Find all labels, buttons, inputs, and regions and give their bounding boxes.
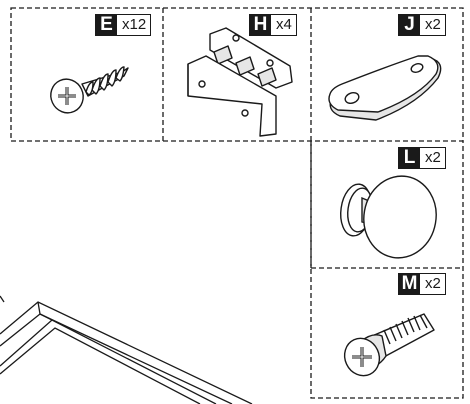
part-quantity-l: x2 [425,149,441,166]
door-panel-outline [0,295,253,404]
part-quantity-m: x2 [425,275,441,292]
hinge-icon [187,27,293,137]
knob-icon [340,175,437,259]
part-letter-e: E [96,15,117,35]
machine-screw-icon [343,313,435,377]
part-letter-h: H [250,15,271,35]
part-badge-m: M x2 [398,273,446,295]
part-badge-e: E x12 [95,14,152,36]
wood-screw-icon [50,66,129,114]
part-badge-j: J x2 [398,14,446,36]
part-quantity-e: x12 [122,16,147,33]
part-quantity-j: x2 [425,16,441,33]
part-letter-l: L [399,148,420,168]
part-letter-m: M [399,274,420,294]
part-quantity-h: x4 [276,16,292,33]
part-badge-h: H x4 [249,14,297,36]
part-badge-l: L x2 [398,147,446,169]
right-column-frame [310,141,464,399]
part-letter-j: J [399,15,420,35]
mounting-plate-icon [328,55,442,121]
